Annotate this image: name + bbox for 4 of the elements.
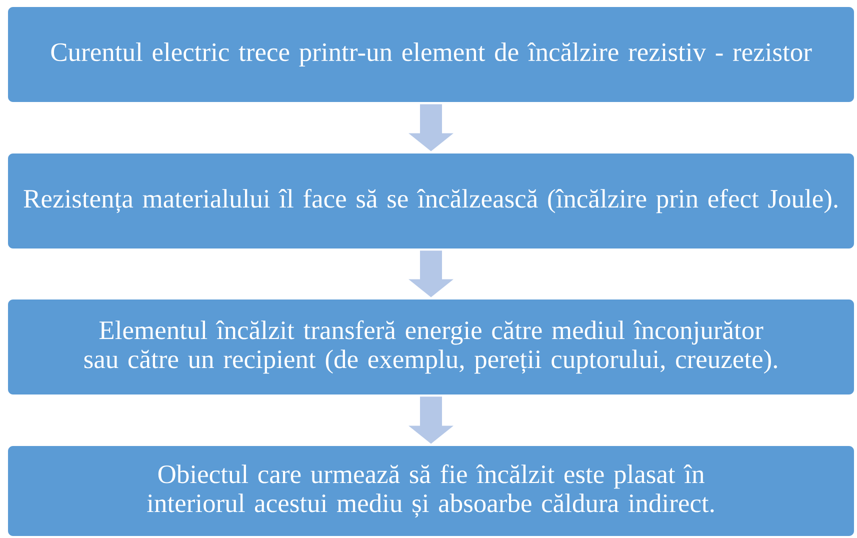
process-box: Elementul încălzit transferă energie către mediul înconjurător sau către un recipient (de exemplu, pereții cuptorului, creuzete). [8, 300, 854, 394]
process-box: Rezistența materialului îl face să se încălzească (încălzire prin efect Joule). [8, 154, 854, 248]
process-box: Obiectul care urmează să fie încălzit este plasat în interiorul acestui mediu și absoarbe căldura indirect. [8, 446, 854, 536]
process-box: Curentul electric trece printr-un element de încălzire rezistiv - rezistor [8, 7, 854, 102]
